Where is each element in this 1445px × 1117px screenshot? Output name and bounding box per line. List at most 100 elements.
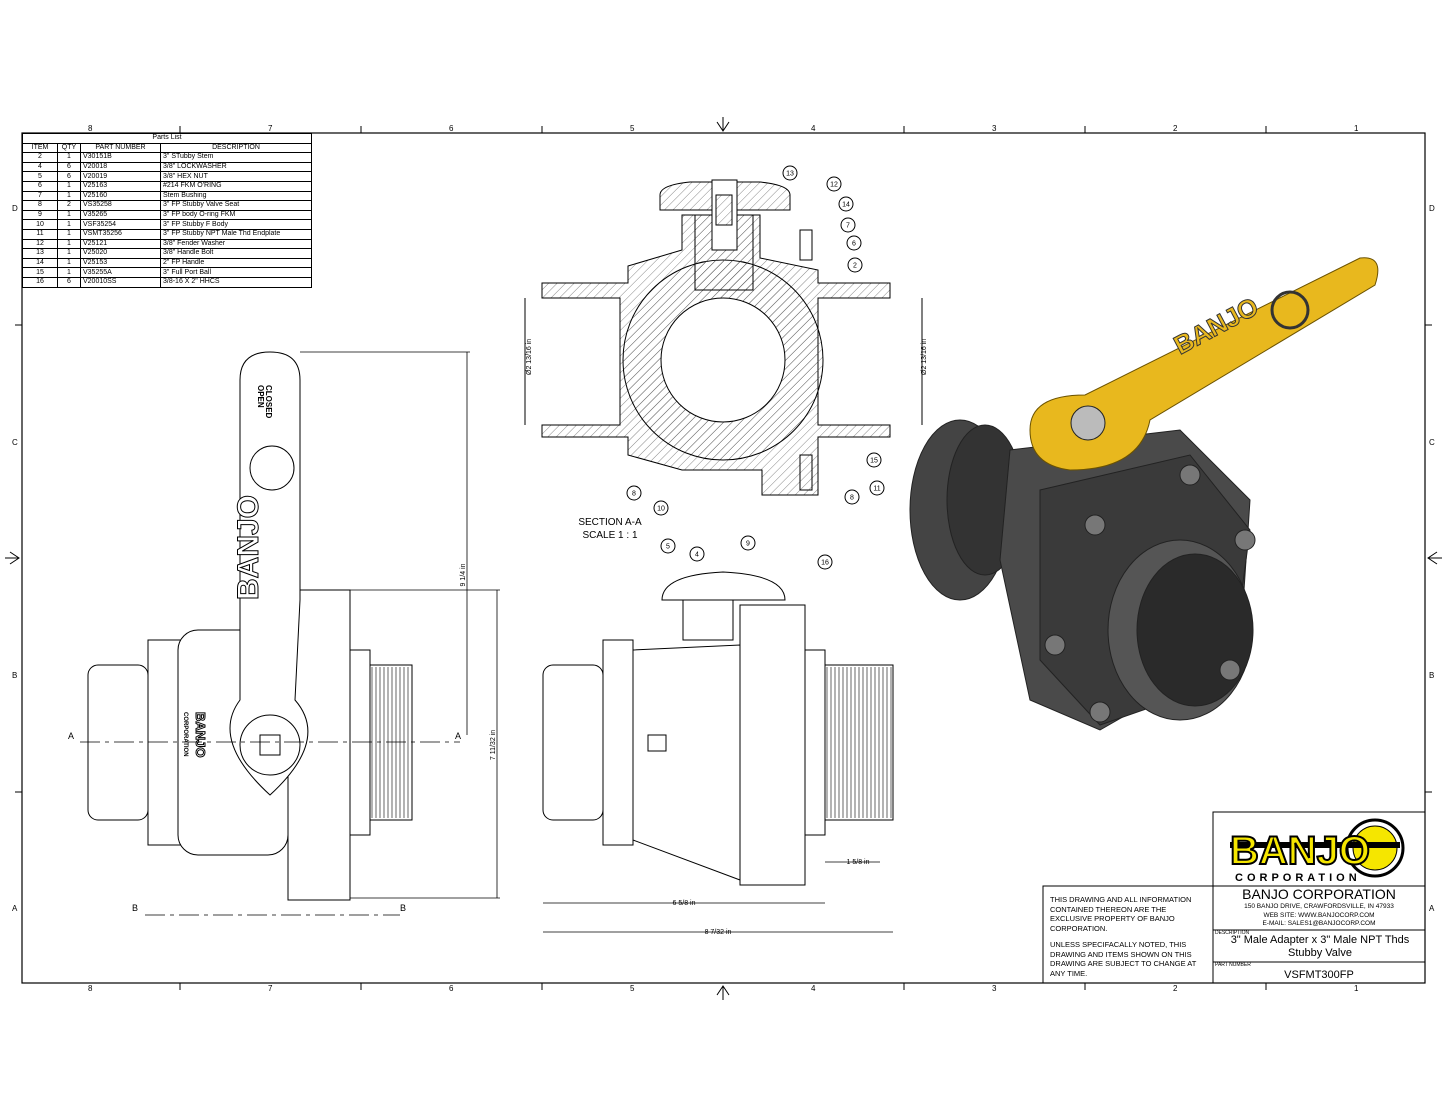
cell-part-number: VS35258 (80, 200, 161, 211)
front-handle-logo: BANJO (232, 495, 265, 600)
zone-row-d-right: D (1429, 204, 1435, 213)
description-label: DESCRIPTION (1215, 930, 1250, 936)
cell-part-number: V25163 (80, 180, 161, 192)
cell-part-number: V25153 (80, 257, 161, 269)
balloon: 14 (838, 196, 854, 212)
body-logo-sub: CORPORATION (182, 712, 188, 757)
zone-row-a: A (12, 904, 18, 913)
cell-item: 2 (22, 152, 58, 163)
zone-row-a-right: A (1429, 904, 1435, 913)
company-website: WEB SITE: WWW.BANJOCORP.COM (1263, 911, 1375, 919)
view-mark-right: B (400, 903, 406, 913)
company-name: BANJO CORPORATION (1242, 886, 1396, 902)
cell-item: 10 (22, 219, 58, 230)
isometric-view: BANJO (909, 257, 1379, 731)
balloon-number: 4 (695, 552, 699, 559)
cell-part-number: V25020 (80, 248, 161, 259)
section-scale: SCALE 1 : 1 (582, 530, 637, 541)
zone-col-6-bottom: 6 (449, 984, 454, 993)
cell-qty: 1 (57, 238, 81, 250)
company-email: E-MAIL: SALES1@BANJOCORP.COM (1262, 920, 1376, 927)
cell-item: 4 (22, 161, 58, 173)
cell-qty: 1 (57, 180, 81, 192)
section-title: SECTION A-A (578, 517, 642, 528)
zone-col-2: 2 (1173, 124, 1178, 133)
title-block-frame (1042, 811, 1426, 984)
cell-item: 9 (22, 209, 58, 221)
balloon-number: 8 (632, 491, 636, 498)
cell-description: 2" FP Handle (160, 257, 312, 269)
col-description: DESCRIPTION (160, 142, 312, 154)
balloon-number: 8 (850, 495, 854, 502)
part-number-label: PART NUMBER (1215, 962, 1251, 968)
balloon: 8 (844, 489, 860, 505)
balloon: 4 (689, 546, 705, 562)
bolt-icon (1234, 529, 1256, 551)
bolt-icon (1084, 514, 1106, 536)
zone-col-3: 3 (992, 124, 997, 133)
side-view (542, 571, 894, 933)
cell-qty: 1 (57, 228, 81, 240)
balloon: 7 (840, 217, 856, 233)
zone-row-b: B (12, 671, 18, 680)
section-mark-right: A (455, 731, 461, 741)
zone-col-2-bottom: 2 (1173, 984, 1178, 993)
balloon: 10 (653, 500, 669, 516)
balloon: 8 (626, 485, 642, 501)
cell-qty: 2 (57, 200, 81, 211)
balloon-number: 9 (746, 541, 750, 548)
balloon: 9 (740, 535, 756, 551)
cell-part-number: V20010SS (80, 276, 161, 288)
zone-col-6: 6 (449, 124, 454, 133)
banjo-logo: BANJO CORPORATION (1225, 818, 1415, 884)
cell-qty: 1 (57, 190, 81, 202)
col-item: ITEM (22, 142, 58, 154)
cell-part-number: VSMT35256 (80, 228, 161, 240)
cell-description: Stem Bushing (160, 190, 312, 202)
zone-row-b-right: B (1429, 671, 1435, 680)
cell-part-number: V25121 (80, 238, 161, 250)
company-address-block: 150 BANJO DRIVE, CRAWFORDSVILLE, IN 4793… (1213, 903, 1425, 929)
front-view: BANJO OPEN CLOSED BANJO CORPORATION (80, 351, 500, 916)
cell-item: 12 (22, 238, 58, 250)
dim-1-5-8: 1 5/8 in (847, 859, 870, 866)
cell-description: 3" Full Port Ball (160, 267, 312, 278)
zone-row-d: D (12, 204, 18, 213)
dim-height: 9 1/4 in (460, 563, 467, 586)
cell-qty: 1 (57, 219, 81, 230)
balloon-number: 6 (852, 241, 856, 248)
cell-description: 3/8" Fender Washer (160, 238, 312, 250)
cell-description: 3" FP body O-ring FKM (160, 209, 312, 221)
zone-ticks (5, 117, 1442, 1000)
zone-col-4: 4 (811, 124, 816, 133)
balloon-number: 5 (666, 544, 670, 551)
section-view: Ø2 13/16 in Ø2 13/16 in (524, 179, 928, 496)
zone-col-5: 5 (630, 124, 635, 133)
cell-description: 3/8" Handle Bolt (160, 248, 312, 259)
zone-col-7: 7 (268, 124, 273, 133)
cell-item: 16 (22, 276, 58, 288)
change-notice: UNLESS SPECIFACALLY NOTED, THIS DRAWING … (1050, 940, 1197, 978)
cell-description: 3" FP Stubby NPT Male Thd Endplate (160, 228, 312, 240)
cell-qty: 1 (57, 248, 81, 259)
cell-qty: 6 (57, 171, 81, 182)
balloon: 15 (866, 452, 882, 468)
zone-col-1: 1 (1354, 124, 1359, 133)
col-qty: QTY (57, 142, 81, 154)
balloon-number: 14 (842, 202, 850, 209)
cell-part-number: V30151B (80, 152, 161, 163)
cell-description: 3" STubby Stem (160, 152, 312, 163)
balloon-number: 10 (657, 506, 665, 513)
cell-description: 3/8" LOCKWASHER (160, 161, 312, 173)
zone-row-c-right: C (1429, 438, 1435, 447)
